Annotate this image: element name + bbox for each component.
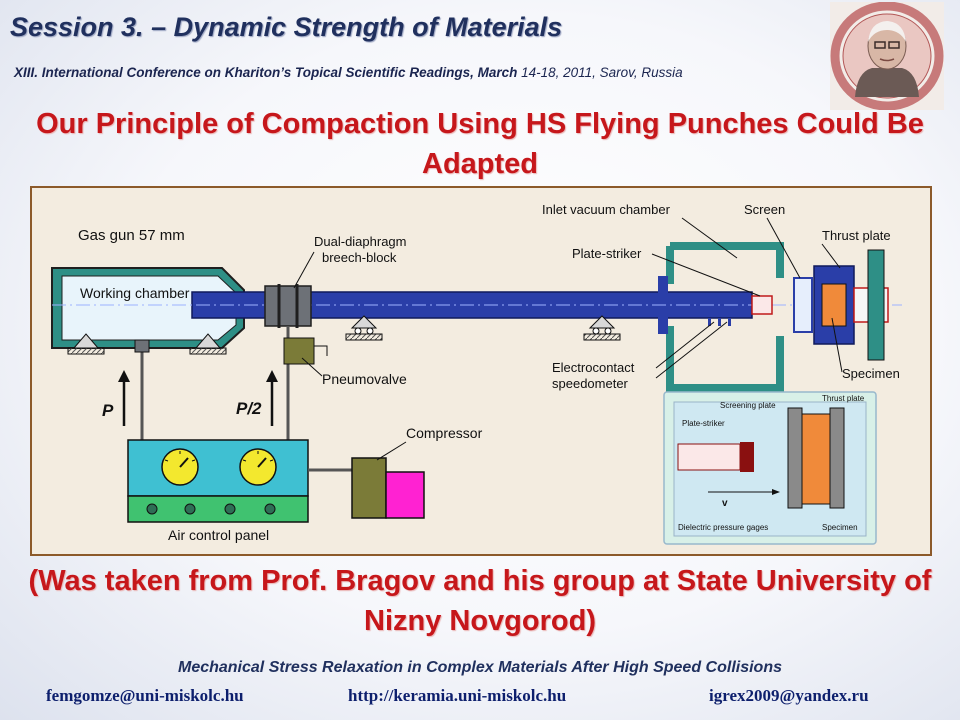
thrust-plate-label: Thrust plate <box>822 228 891 243</box>
electrocontact-label-1: Electrocontact <box>552 360 635 375</box>
compressor-tank <box>385 471 425 519</box>
inset-plate-striker-label: Plate-striker <box>682 419 725 428</box>
gas-gun-schematic: Gas gun 57 mm Working chamber Dual-diaph… <box>51 202 902 545</box>
inset-screening-plate-label: Screening plate <box>720 401 776 410</box>
gas-gun-label: Gas gun 57 mm <box>78 227 185 244</box>
conference-name: XIII. International Conference on Kharit… <box>14 65 518 80</box>
inset-velocity-label: v <box>722 498 728 509</box>
screen-plate <box>793 277 813 333</box>
compressor-motor <box>351 457 387 519</box>
breech-block-label-2: breech-block <box>322 250 397 265</box>
working-chamber-label: Working chamber <box>80 285 190 301</box>
panel-knobs <box>146 503 276 515</box>
breech-block <box>264 285 312 327</box>
support-barrel-1 <box>345 315 383 341</box>
target-flange <box>867 249 885 361</box>
compressor-label: Compressor <box>406 425 483 441</box>
main-title: Our Principle of Compaction Using HS Fly… <box>36 108 924 180</box>
air-control-panel <box>127 439 309 497</box>
screen-label: Screen <box>744 202 785 217</box>
footer-email-2[interactable]: igrex2009@yandex.ru <box>709 686 869 705</box>
detail-inset: Screening plate Thrust plate Plate-strik… <box>663 391 877 545</box>
support-chamber <box>189 333 227 355</box>
air-control-panel-base <box>127 495 309 523</box>
pressure-gauge-right <box>239 448 277 486</box>
source-note: (Was taken from Prof. Bragov and his gro… <box>28 565 932 637</box>
plate-striker-body <box>751 295 773 315</box>
inset-thrust-plate-label: Thrust plate <box>822 394 865 403</box>
conference-date: 14-18, 2011, Sarov, Russia <box>517 65 683 80</box>
conference-line: XIII. International Conference on Kharit… <box>14 65 683 80</box>
plate-striker-label: Plate-striker <box>572 246 642 261</box>
electrocontact-label-2: speedometer <box>552 376 629 391</box>
inlet-vacuum-chamber-label: Inlet vacuum chamber <box>542 202 671 217</box>
pneumovalve-label: Pneumovalve <box>322 371 407 387</box>
inset-specimen-label: Specimen <box>822 523 858 532</box>
specimen-label: Specimen <box>842 366 900 381</box>
pneumovalve-body <box>283 337 315 365</box>
specimen-body <box>821 283 847 327</box>
pressure-gauge-left <box>161 448 199 486</box>
force-half-p-label: P/2 <box>236 399 262 418</box>
air-control-panel-label: Air control panel <box>168 527 269 543</box>
force-p-label: P <box>102 401 114 420</box>
footer-website-link[interactable]: http://keramia.uni-miskolc.hu <box>348 686 567 705</box>
breech-block-label-1: Dual-diaphragm <box>314 234 407 249</box>
support-left <box>67 333 105 355</box>
inset-dielectric-gages-label: Dielectric pressure gages <box>678 523 768 532</box>
footer-email-1[interactable]: femgomze@uni-miskolc.hu <box>46 686 244 705</box>
support-barrel-2 <box>583 315 621 341</box>
footer-talk-title: Mechanical Stress Relaxation in Complex … <box>177 659 782 676</box>
session-title: Session 3. – Dynamic Strength of Materia… <box>10 12 563 42</box>
conference-seal-portrait <box>830 2 944 110</box>
